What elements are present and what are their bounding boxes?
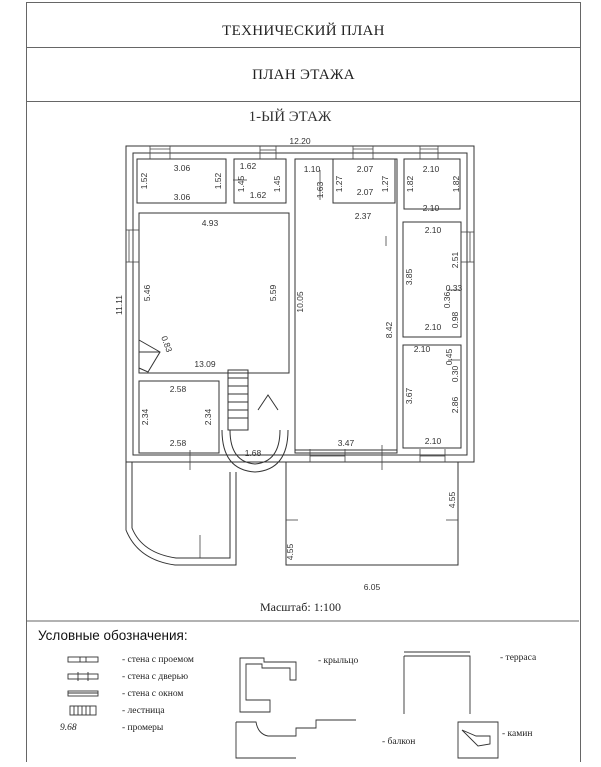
header-subtitle: ПЛАН ЭТАЖА — [252, 67, 355, 83]
dim-r7-left: 2.34 — [140, 408, 150, 425]
dim-r5-top: 2.10 — [425, 225, 442, 235]
dim-r4-left: 1.82 — [405, 175, 415, 192]
dim-r2-right: 1.45 — [272, 175, 282, 192]
dim-r7-bottom: 2.58 — [170, 438, 187, 448]
dim-niche-a: 0.36 — [442, 291, 452, 308]
dim-niche-d: 0.45 — [444, 348, 454, 365]
dim-r1-right: 1.52 — [213, 172, 223, 189]
dim-stair-width: 1.68 — [245, 448, 262, 458]
dim-r7-right: 2.34 — [203, 408, 213, 425]
legend-measure-sample: 9.68 — [60, 723, 77, 733]
hall-right — [294, 158, 398, 454]
dim-right-height: 8.42 — [384, 321, 394, 338]
outer-wall-inner — [132, 152, 468, 456]
dim-niche-c: 0.98 — [450, 311, 460, 328]
dim-r3-bottom: 2.07 — [357, 187, 374, 197]
terrace-outline — [285, 462, 459, 566]
dim-right-top: 2.37 — [355, 211, 372, 221]
dim-r1-left: 1.52 — [139, 172, 149, 189]
bay-window — [221, 429, 289, 473]
legend-measures-label: - промеры — [122, 723, 164, 733]
legend-stairs-icon — [69, 705, 97, 716]
dim-total-width: 12.20 — [289, 136, 311, 146]
dimension-labels: 12.20 11.11 3.06 1.52 1.52 3.06 1.62 1.4… — [114, 136, 463, 592]
outer-wall-outer — [125, 145, 475, 463]
floor-label: 1-ЫЙ ЭТАЖ — [249, 108, 332, 125]
dim-corr-top: 1.10 — [304, 164, 321, 174]
dim-total-height: 11.11 — [114, 295, 124, 315]
dim-r5-bottom: 2.10 — [425, 322, 442, 332]
legend-opening-label: - стена с проемом — [122, 655, 194, 665]
dim-r2-bottom: 1.62 — [250, 190, 267, 200]
dim-r1-top: 3.06 — [174, 163, 191, 173]
legend-opening-icon — [67, 656, 99, 663]
scale-label: Масштаб: 1:100 — [259, 600, 342, 614]
legend-porch-label: - крыльцо — [318, 656, 359, 666]
room-4 — [403, 158, 461, 210]
room-6 — [402, 344, 462, 449]
dim-r3-right: 1.27 — [380, 175, 390, 192]
dim-niche-b: 0.33 — [446, 283, 463, 293]
dim-r3-top: 2.07 — [357, 164, 374, 174]
legend-terrace-label: - терраса — [500, 653, 537, 663]
dim-r4-bottom: 2.10 — [423, 203, 440, 213]
plan-frame — [26, 101, 581, 762]
legend-symbols — [67, 651, 499, 759]
dim-r6-left: 3.67 — [404, 387, 414, 404]
dim-r2-left: 1.45 — [236, 175, 246, 192]
legend-door-icon — [67, 672, 99, 681]
dim-big-left: 5.46 — [142, 284, 152, 301]
legend-balcony-label: - балкон — [382, 737, 416, 747]
dim-r5-left: 3.85 — [404, 268, 414, 285]
dim-right-bottom: 3.47 — [338, 438, 355, 448]
dim-r2-top: 1.62 — [240, 161, 257, 171]
legend-stairs-label: - лестница — [122, 706, 165, 716]
dim-r1-bottom: 3.06 — [174, 192, 191, 202]
dim-niche-e: 0.30 — [450, 365, 460, 382]
dim-corr-left: 1.63 — [315, 181, 325, 198]
dim-r6-right: 2.86 — [450, 396, 460, 413]
legend-porch-icon — [239, 657, 297, 713]
dim-r5-right: 2.51 — [450, 251, 460, 268]
legend-fireplace-icon — [457, 721, 499, 759]
room-5 — [402, 221, 462, 338]
dim-sub-width: 13.09 — [194, 359, 216, 369]
dim-r3-left: 1.27 — [334, 175, 344, 192]
legend-window-label: - стена с окном — [122, 689, 184, 699]
room-7 — [138, 380, 220, 454]
fireplace-shape — [138, 339, 161, 373]
legend-balcony-icon — [235, 719, 356, 759]
dim-terrace-width: 6.05 — [364, 582, 381, 592]
dim-hall-height: 10.05 — [295, 291, 305, 313]
dim-r4-right: 1.82 — [451, 175, 461, 192]
room-big — [138, 212, 290, 374]
legend-terrace-icon — [403, 651, 471, 714]
dim-terrace-right: 4.55 — [447, 491, 457, 508]
dim-chimney: 0.83 — [159, 334, 174, 353]
dim-terrace-left: 4.55 — [285, 543, 295, 560]
porch-outline — [125, 462, 237, 566]
staircase — [227, 369, 249, 431]
dim-r6-bottom: 2.10 — [425, 436, 442, 446]
room-1 — [136, 158, 227, 204]
legend-title: Условные обозначения: — [38, 628, 188, 643]
dim-r6-top: 2.10 — [414, 344, 431, 354]
legend-fireplace-label: - камин — [502, 729, 533, 739]
dim-r4-top: 2.10 — [423, 164, 440, 174]
dim-r7-top: 2.58 — [170, 384, 187, 394]
header-title: ТЕХНИЧЕСКИЙ ПЛАН — [222, 23, 385, 39]
dim-big-top: 4.93 — [202, 218, 219, 228]
dim-big-right: 5.59 — [268, 284, 278, 301]
legend-door-label: - стена с дверью — [122, 672, 189, 682]
legend-window-icon — [67, 690, 99, 697]
stair-arrow — [257, 394, 279, 411]
